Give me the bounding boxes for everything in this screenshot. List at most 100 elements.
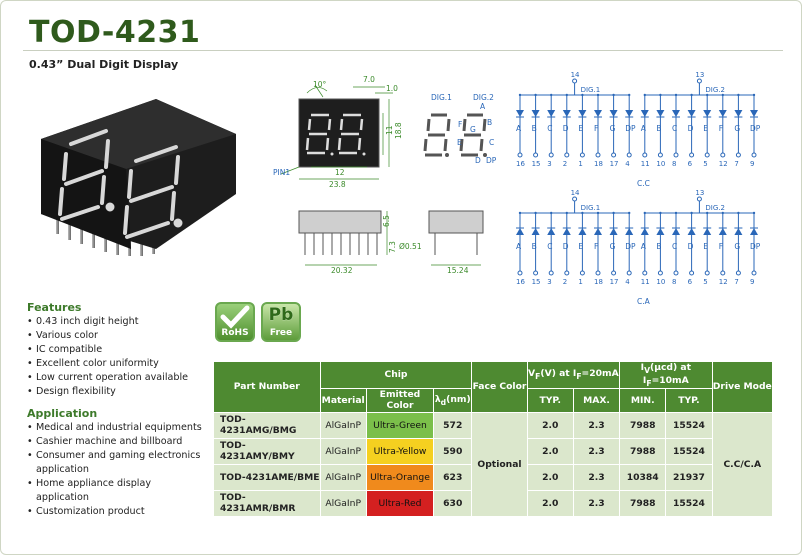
segment-label: F (594, 242, 598, 251)
diode-symbol (594, 228, 602, 235)
th-iv-min: MIN. (619, 387, 667, 413)
list-item: Customization product (27, 505, 202, 519)
segment-pin (533, 152, 539, 158)
junction-dot (596, 211, 600, 215)
th-drive-mode: Drive Mode (711, 361, 774, 413)
pin-number-label: 6 (688, 278, 693, 286)
common-pin-label: 14 (571, 71, 580, 79)
segment-pin (689, 152, 695, 158)
segment-label: F (594, 124, 598, 133)
pb-free-badge: Pb Free (261, 302, 301, 342)
segment-pin (548, 152, 554, 158)
list-item: Medical and industrial equipments (27, 421, 202, 435)
wavelength-cell: 590 (433, 437, 473, 465)
pin-number-label: 2 (563, 160, 567, 168)
pin-number-label: 17 (610, 278, 619, 286)
common-pin-label: 14 (571, 189, 580, 197)
vf-max-cell: 2.3 (572, 437, 621, 465)
side-view-drawing: 20.32 6.5 7.3 Ø0.51 15.24 (298, 210, 484, 275)
junction-dot (737, 211, 740, 215)
rohs-badge: RoHS (215, 302, 255, 342)
vf-max-cell: 2.3 (572, 411, 621, 439)
segment-label: G (610, 242, 616, 251)
iv-min-cell: 7988 (619, 411, 667, 439)
common-pin (572, 196, 578, 202)
segment-label: D (688, 242, 694, 251)
iv-typ-cell: 15524 (665, 437, 713, 465)
segment-label: G (734, 242, 740, 251)
th-emitted-color: Emitted Color (365, 387, 435, 413)
checkmark-icon (220, 305, 250, 329)
pin-number-label: 15 (532, 278, 541, 286)
segment-pin (626, 152, 632, 158)
wavelength-cell: 572 (433, 411, 473, 439)
product-title: TOD-4231 (29, 15, 201, 50)
emitted-color-cell: Ultra-Orange (365, 463, 435, 491)
seg-g-label: G (470, 125, 476, 134)
junction-dot (550, 211, 553, 215)
junction-dot (612, 93, 615, 97)
junction-dot (659, 93, 662, 97)
diode-symbol (531, 110, 540, 117)
diode-symbol (516, 110, 524, 117)
pin-number-label: 3 (547, 278, 551, 286)
free-label: Free (269, 328, 293, 338)
list-item: Excellent color uniformity (27, 357, 227, 371)
list-item: Home appliance display application (27, 477, 202, 505)
vf-max-cell: 2.3 (572, 489, 621, 517)
segment-pin (595, 270, 601, 276)
segment-pin (720, 270, 726, 276)
pin1-label: PIN1 (273, 168, 290, 177)
segment-label: F (719, 242, 723, 251)
dim-pin-diameter: Ø0.51 (399, 242, 422, 251)
pin-number-label: 6 (688, 160, 693, 168)
segment-pin (517, 152, 523, 158)
seg-f-label: F (458, 120, 462, 129)
segment-label: B (532, 242, 537, 251)
junction-dot (565, 211, 568, 215)
th-wavelength: λd(nm) (433, 387, 473, 413)
pin-number-label: 8 (672, 160, 676, 168)
list-item: Consumer and gaming electronics applicat… (27, 449, 202, 477)
part-number-cell: TOD-4231AMR/BMR (213, 489, 321, 517)
segment-label: E (703, 124, 708, 133)
seg-c-label: C (489, 138, 494, 147)
segment-pin (704, 270, 710, 276)
seg-b-label: B (487, 118, 492, 127)
pin-number-label: 5 (703, 160, 707, 168)
pin-number-label: 7 (734, 278, 738, 286)
th-chip: Chip (319, 361, 473, 389)
pin-number-label: 5 (703, 278, 707, 286)
segment-label: C (547, 242, 552, 251)
segment-pin (626, 270, 632, 276)
segment-pin (564, 270, 570, 276)
dim-15-24: 15.24 (447, 266, 469, 275)
wavelength-cell: 630 (433, 489, 473, 517)
diode-symbol (609, 228, 618, 235)
diode-symbol (672, 110, 680, 117)
junction-dot (518, 211, 522, 215)
th-vf-max: MAX. (572, 387, 621, 413)
diode-symbol (531, 228, 540, 235)
segment-pin (595, 152, 601, 158)
circuit-caption: C.A (637, 297, 651, 306)
iv-typ-cell: 15524 (665, 411, 713, 439)
application-heading: Application (27, 407, 98, 420)
segment-pin (751, 152, 757, 158)
diode-symbol (750, 228, 758, 235)
list-item: Various color (27, 329, 227, 343)
dim-11: 11 (385, 125, 394, 135)
junction-dot (659, 211, 662, 215)
pin-number-label: 16 (516, 278, 525, 286)
digit-label: DIG.2 (705, 204, 725, 212)
material-cell: AlGaInP (319, 489, 367, 517)
digit-label: DIG.1 (581, 86, 601, 94)
junction-dot (534, 93, 537, 97)
junction-dot (690, 211, 693, 215)
segment-pin (735, 152, 741, 158)
segment-label: DP (625, 124, 636, 133)
segment-label: A (516, 124, 522, 133)
segment-label: D (688, 124, 694, 133)
